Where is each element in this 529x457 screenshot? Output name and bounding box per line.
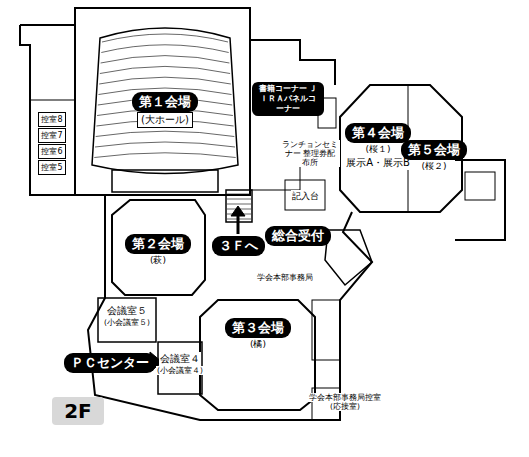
- annex: [455, 160, 505, 240]
- room-subname: (橘): [249, 338, 267, 351]
- seat-row: [95, 142, 235, 147]
- room-name: ３Ｆへ: [212, 236, 265, 256]
- room-label: 控室7: [38, 128, 65, 143]
- stair-step: [227, 199, 251, 200]
- hall-label: 第３会場(橘): [225, 318, 291, 351]
- room-subname: (大ホール): [137, 112, 193, 128]
- hall-label: 第２会場(萩): [125, 234, 191, 267]
- room-name: 第３会場: [225, 318, 291, 338]
- room-subname: (桜２): [420, 160, 447, 173]
- floor-label: 2F: [52, 397, 104, 425]
- room-name: 学会本部事務局: [256, 273, 314, 282]
- room-name: ＰＣセンター: [64, 353, 156, 373]
- stair-step: [227, 204, 251, 205]
- corner-label: 書籍コーナー ＪＩＲＡパネルコーナー: [252, 82, 324, 116]
- seat-rows: [94, 34, 251, 219]
- arrows: [150, 206, 245, 372]
- room-name: 記入台: [291, 190, 320, 203]
- seat-row: [102, 34, 228, 42]
- room-name: 控室7: [38, 128, 65, 143]
- seating: [92, 28, 238, 174]
- seat-row: [94, 153, 235, 158]
- room-name: 第１会場: [132, 92, 198, 112]
- room-octagon: [112, 200, 205, 295]
- room-wall: [465, 172, 495, 200]
- room-name: 書籍コーナー ＪＩＲＡパネルコーナー: [252, 82, 324, 116]
- hall-label: 第５会場(桜２): [401, 140, 467, 173]
- seat-row: [99, 77, 231, 84]
- room-subname: 展示A・展示B: [345, 156, 411, 170]
- room-subname: (萩): [149, 254, 167, 267]
- room-name: 第４会場: [345, 123, 411, 143]
- desk-label: 記入台: [291, 190, 320, 203]
- seat-row: [100, 66, 230, 73]
- room-label: 会議室４(小会議室４): [156, 352, 204, 375]
- room-block: [30, 100, 75, 195]
- walls: [20, 8, 505, 420]
- stage: [112, 170, 218, 192]
- outer-wall: [75, 195, 372, 420]
- office-label: 学会本部事務局: [256, 273, 314, 282]
- room-name: 学会本部事務局控室: [308, 393, 382, 402]
- stairs: [325, 230, 372, 285]
- room-label: 控室8: [38, 112, 65, 127]
- room-name: ランチョンセミナー 整理券配布所: [280, 140, 340, 167]
- room-subname: (小会議室５): [103, 318, 151, 327]
- room-subname: (応接室): [329, 402, 361, 411]
- desk: [285, 180, 325, 210]
- room-subname: (小会議室４): [156, 366, 204, 375]
- room-octagon: [200, 300, 315, 410]
- room-name: 控室6: [38, 144, 65, 159]
- room-label: 会議室５(小会議室５): [103, 304, 151, 327]
- room-name: 控室5: [38, 160, 65, 175]
- outer-wall: [20, 25, 75, 195]
- room-name: 控室8: [38, 112, 65, 127]
- hall-label: 第１会場(大ホール): [132, 92, 198, 128]
- up-arrow: [237, 214, 240, 234]
- reception-label: 総合受付: [265, 226, 331, 246]
- room-subname: (桜１): [364, 143, 391, 156]
- room-name: 会議室４: [159, 352, 201, 366]
- seat-row: [101, 45, 228, 53]
- arrow-head: [231, 206, 245, 216]
- stair-step: [227, 194, 251, 195]
- room-name: 会議室５: [106, 304, 148, 318]
- room-name: 2F: [52, 397, 104, 425]
- room-wall: [312, 300, 340, 360]
- pointer-label: ＰＣセンター: [64, 353, 156, 373]
- hall-wall: [75, 8, 250, 195]
- seat-row: [96, 131, 235, 136]
- room-name: 総合受付: [265, 226, 331, 246]
- note-label: ランチョンセミナー 整理券配布所: [280, 140, 340, 167]
- room-name: 第２会場: [125, 234, 191, 254]
- room-wall: [98, 298, 156, 342]
- room-label: 控室5: [38, 160, 65, 175]
- seat-row: [101, 56, 230, 63]
- stair-label: ３Ｆへ: [212, 236, 265, 256]
- outer-wall: [20, 8, 335, 85]
- room-label: 控室6: [38, 144, 65, 159]
- room-name: 第５会場: [401, 140, 467, 160]
- office-label: 学会本部事務局控室(応接室): [308, 393, 382, 411]
